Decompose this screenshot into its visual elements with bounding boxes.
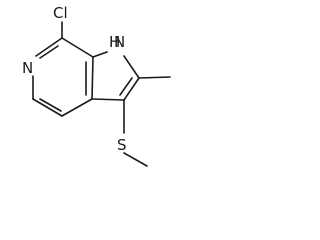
bond-c5-c4-double (39, 98, 62, 112)
chlorine-atom-label: Cl (53, 4, 68, 22)
sulfur-atom-label: S (117, 136, 127, 154)
bond-c7-c7a (61, 37, 94, 58)
bond-c7a-n1 (92, 51, 108, 58)
bond-n1-c2 (123, 55, 140, 79)
pyrrole-nitrogen-label: N (114, 33, 125, 51)
bond-c7-n6 (35, 37, 63, 57)
bond-c5-c4 (32, 98, 63, 117)
bond-c2-c3 (123, 77, 140, 101)
bond-c2-c3-double (119, 77, 133, 96)
pyridine-nitrogen-label: N (22, 59, 33, 77)
bond-c2-methyl (138, 76, 171, 79)
molecule-structure: Cl N H N S (22, 4, 171, 167)
bond-s-methyl (123, 152, 148, 167)
bond-c4-c3a (61, 98, 93, 117)
pyrrole-h-label: H (109, 33, 120, 51)
bond-c3-c3a (91, 98, 125, 101)
bond-c7-n6-double (39, 45, 59, 59)
bond-c3a-c7a (91, 56, 94, 100)
